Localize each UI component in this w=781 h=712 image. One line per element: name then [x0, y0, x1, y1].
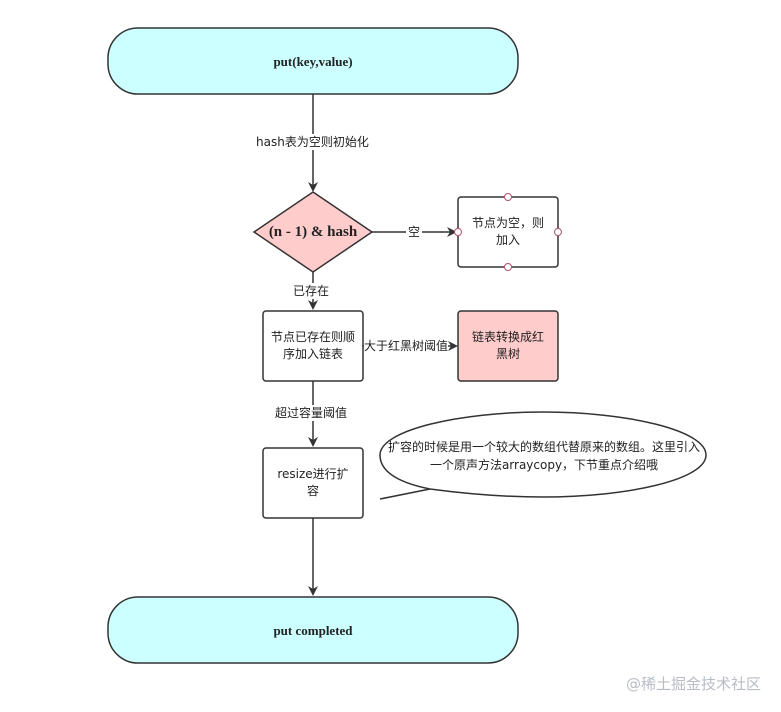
end-node-label: put completed — [273, 622, 353, 638]
treeify-node-label: 链表转换成红黑树 — [471, 330, 544, 361]
resize-node-shape — [262, 447, 364, 519]
exists-node-shape — [262, 310, 364, 382]
empty-node-label: 节点为空，则加入 — [471, 216, 544, 247]
edge-label-init: hash表为空则初始化 — [256, 134, 369, 150]
exists-node-label: 节点已存在则顺序加入链表 — [271, 330, 356, 361]
edge-label-exists: 已存在 — [293, 283, 330, 299]
connection-point — [504, 263, 512, 271]
end-terminal-shape — [107, 596, 519, 664]
connection-point — [504, 193, 512, 201]
resize-node-label: resize进行扩容 — [277, 467, 349, 498]
start-terminal-shape — [107, 27, 519, 95]
edge-label-threshold-tree: 大于红黑树阈值 — [364, 338, 449, 354]
connection-point — [454, 228, 462, 236]
treeify-node-shape — [457, 310, 559, 382]
callout-text: 扩容的时候是用一个较大的数组代替原来的数组。这里引入一个原声方法arraycop… — [388, 440, 701, 472]
decision-diamond-shape — [252, 191, 374, 273]
callout-bubble-shape — [379, 411, 707, 500]
connection-point — [554, 228, 562, 236]
watermark: @稀土掘金技术社区 — [625, 675, 761, 693]
decision-node-label: (n - 1) & hash — [268, 223, 358, 240]
edge-label-threshold-capacity: 超过容量阈值 — [275, 405, 348, 421]
edge-label-empty: 空 — [406, 224, 423, 240]
start-node-label: put(key,value) — [273, 53, 353, 69]
